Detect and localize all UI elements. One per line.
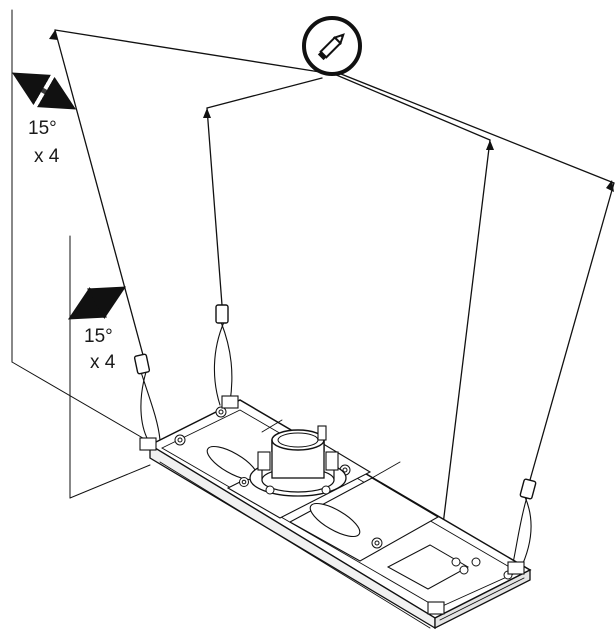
cable-4: [529, 182, 615, 481]
pipe-collar: [249, 425, 347, 497]
clamp-1: [133, 353, 151, 375]
angle-indicator-upper: 15° x 4: [11, 72, 77, 167]
count-label-upper: x 4: [34, 146, 60, 167]
bracket-1: [139, 437, 157, 451]
tray-plate-right: [288, 477, 440, 562]
bracket-3: [427, 601, 445, 615]
plate-cutout: [386, 544, 470, 590]
wall-corner: [11, 9, 161, 499]
slot-right: [309, 502, 361, 538]
angle-label-upper: 15°: [28, 118, 57, 139]
clamp-4: [519, 478, 537, 500]
cable-3: [441, 139, 491, 534]
cable-center-top: [206, 77, 323, 109]
clamp-2: [215, 304, 229, 324]
pencil-icon: [317, 33, 345, 61]
count-label-lower: x 4: [90, 352, 116, 373]
angle-indicator-lower: 15° x 4: [67, 286, 127, 373]
cable-right-far: [335, 71, 615, 184]
mounting-tray: [139, 395, 532, 630]
cable-right-mid: [333, 73, 491, 141]
cable-1: [54, 29, 144, 356]
apex-marker: [302, 16, 362, 76]
bracket-4: [507, 561, 525, 575]
bracket-2: [221, 395, 239, 409]
cable-2: [206, 107, 223, 306]
angle-label-lower: 15°: [84, 326, 113, 347]
cable-left-top: [54, 29, 321, 73]
